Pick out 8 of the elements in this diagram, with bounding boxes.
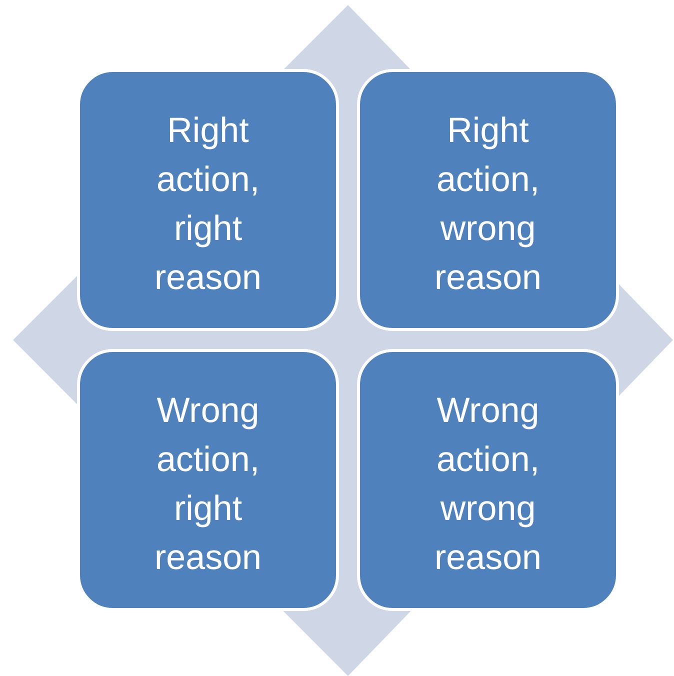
quadrant-box xyxy=(77,69,339,331)
quadrant-box xyxy=(357,349,619,611)
quadrant-label: Wrong action, wrong reason xyxy=(433,390,543,579)
quadrant-box xyxy=(77,349,339,611)
quadrant-label: Wrong action, right reason xyxy=(153,390,263,579)
quadrant-label: Right action, wrong reason xyxy=(433,110,543,299)
quadrant-label: Right action, right reason xyxy=(153,110,263,299)
quadrant-box xyxy=(357,69,619,331)
